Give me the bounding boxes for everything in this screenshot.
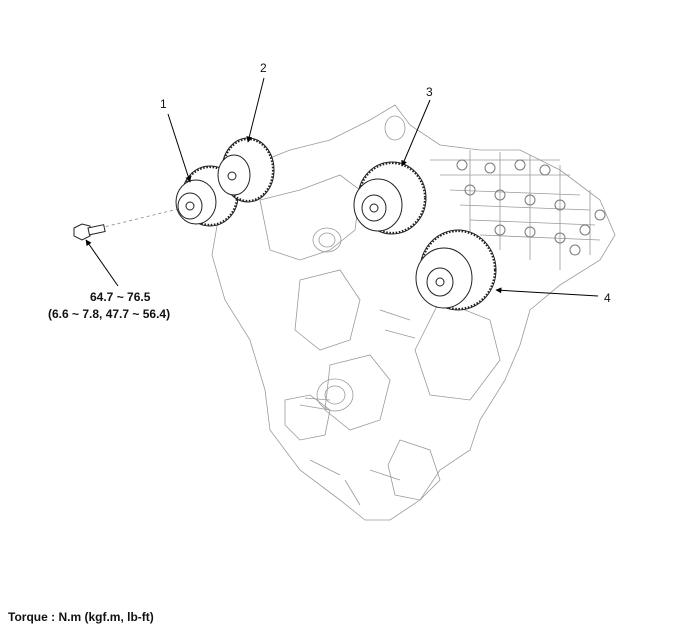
torque-spec-line-1: 64.7 ~ 76.5 [90, 290, 151, 304]
torque-units-note: Torque : N.m (kgf.m, lb-ft) [8, 610, 154, 624]
cvvt-sprocket-2 [217, 137, 275, 203]
camshaft-bolts [456, 159, 606, 256]
sprocket-bolt [73, 223, 106, 241]
cvvt-sprocket-3 [353, 161, 427, 235]
leader-line-torque [85, 239, 119, 287]
leader-line-3 [401, 99, 431, 167]
bolt-alignment-line [99, 207, 183, 229]
callout-1: 1 [160, 97, 167, 111]
leader-line-4 [495, 287, 599, 297]
callout-3: 3 [426, 85, 433, 99]
cvvt-sprocket-1 [175, 165, 239, 227]
callout-2: 2 [260, 61, 267, 75]
leader-line-2 [246, 77, 265, 143]
leader-line-1 [167, 113, 192, 183]
torque-spec-line-2: (6.6 ~ 7.8, 47.7 ~ 56.4) [48, 307, 170, 321]
callout-4: 4 [604, 291, 611, 305]
cvvt-sprocket-4 [415, 229, 497, 311]
engine-block [211, 104, 616, 521]
